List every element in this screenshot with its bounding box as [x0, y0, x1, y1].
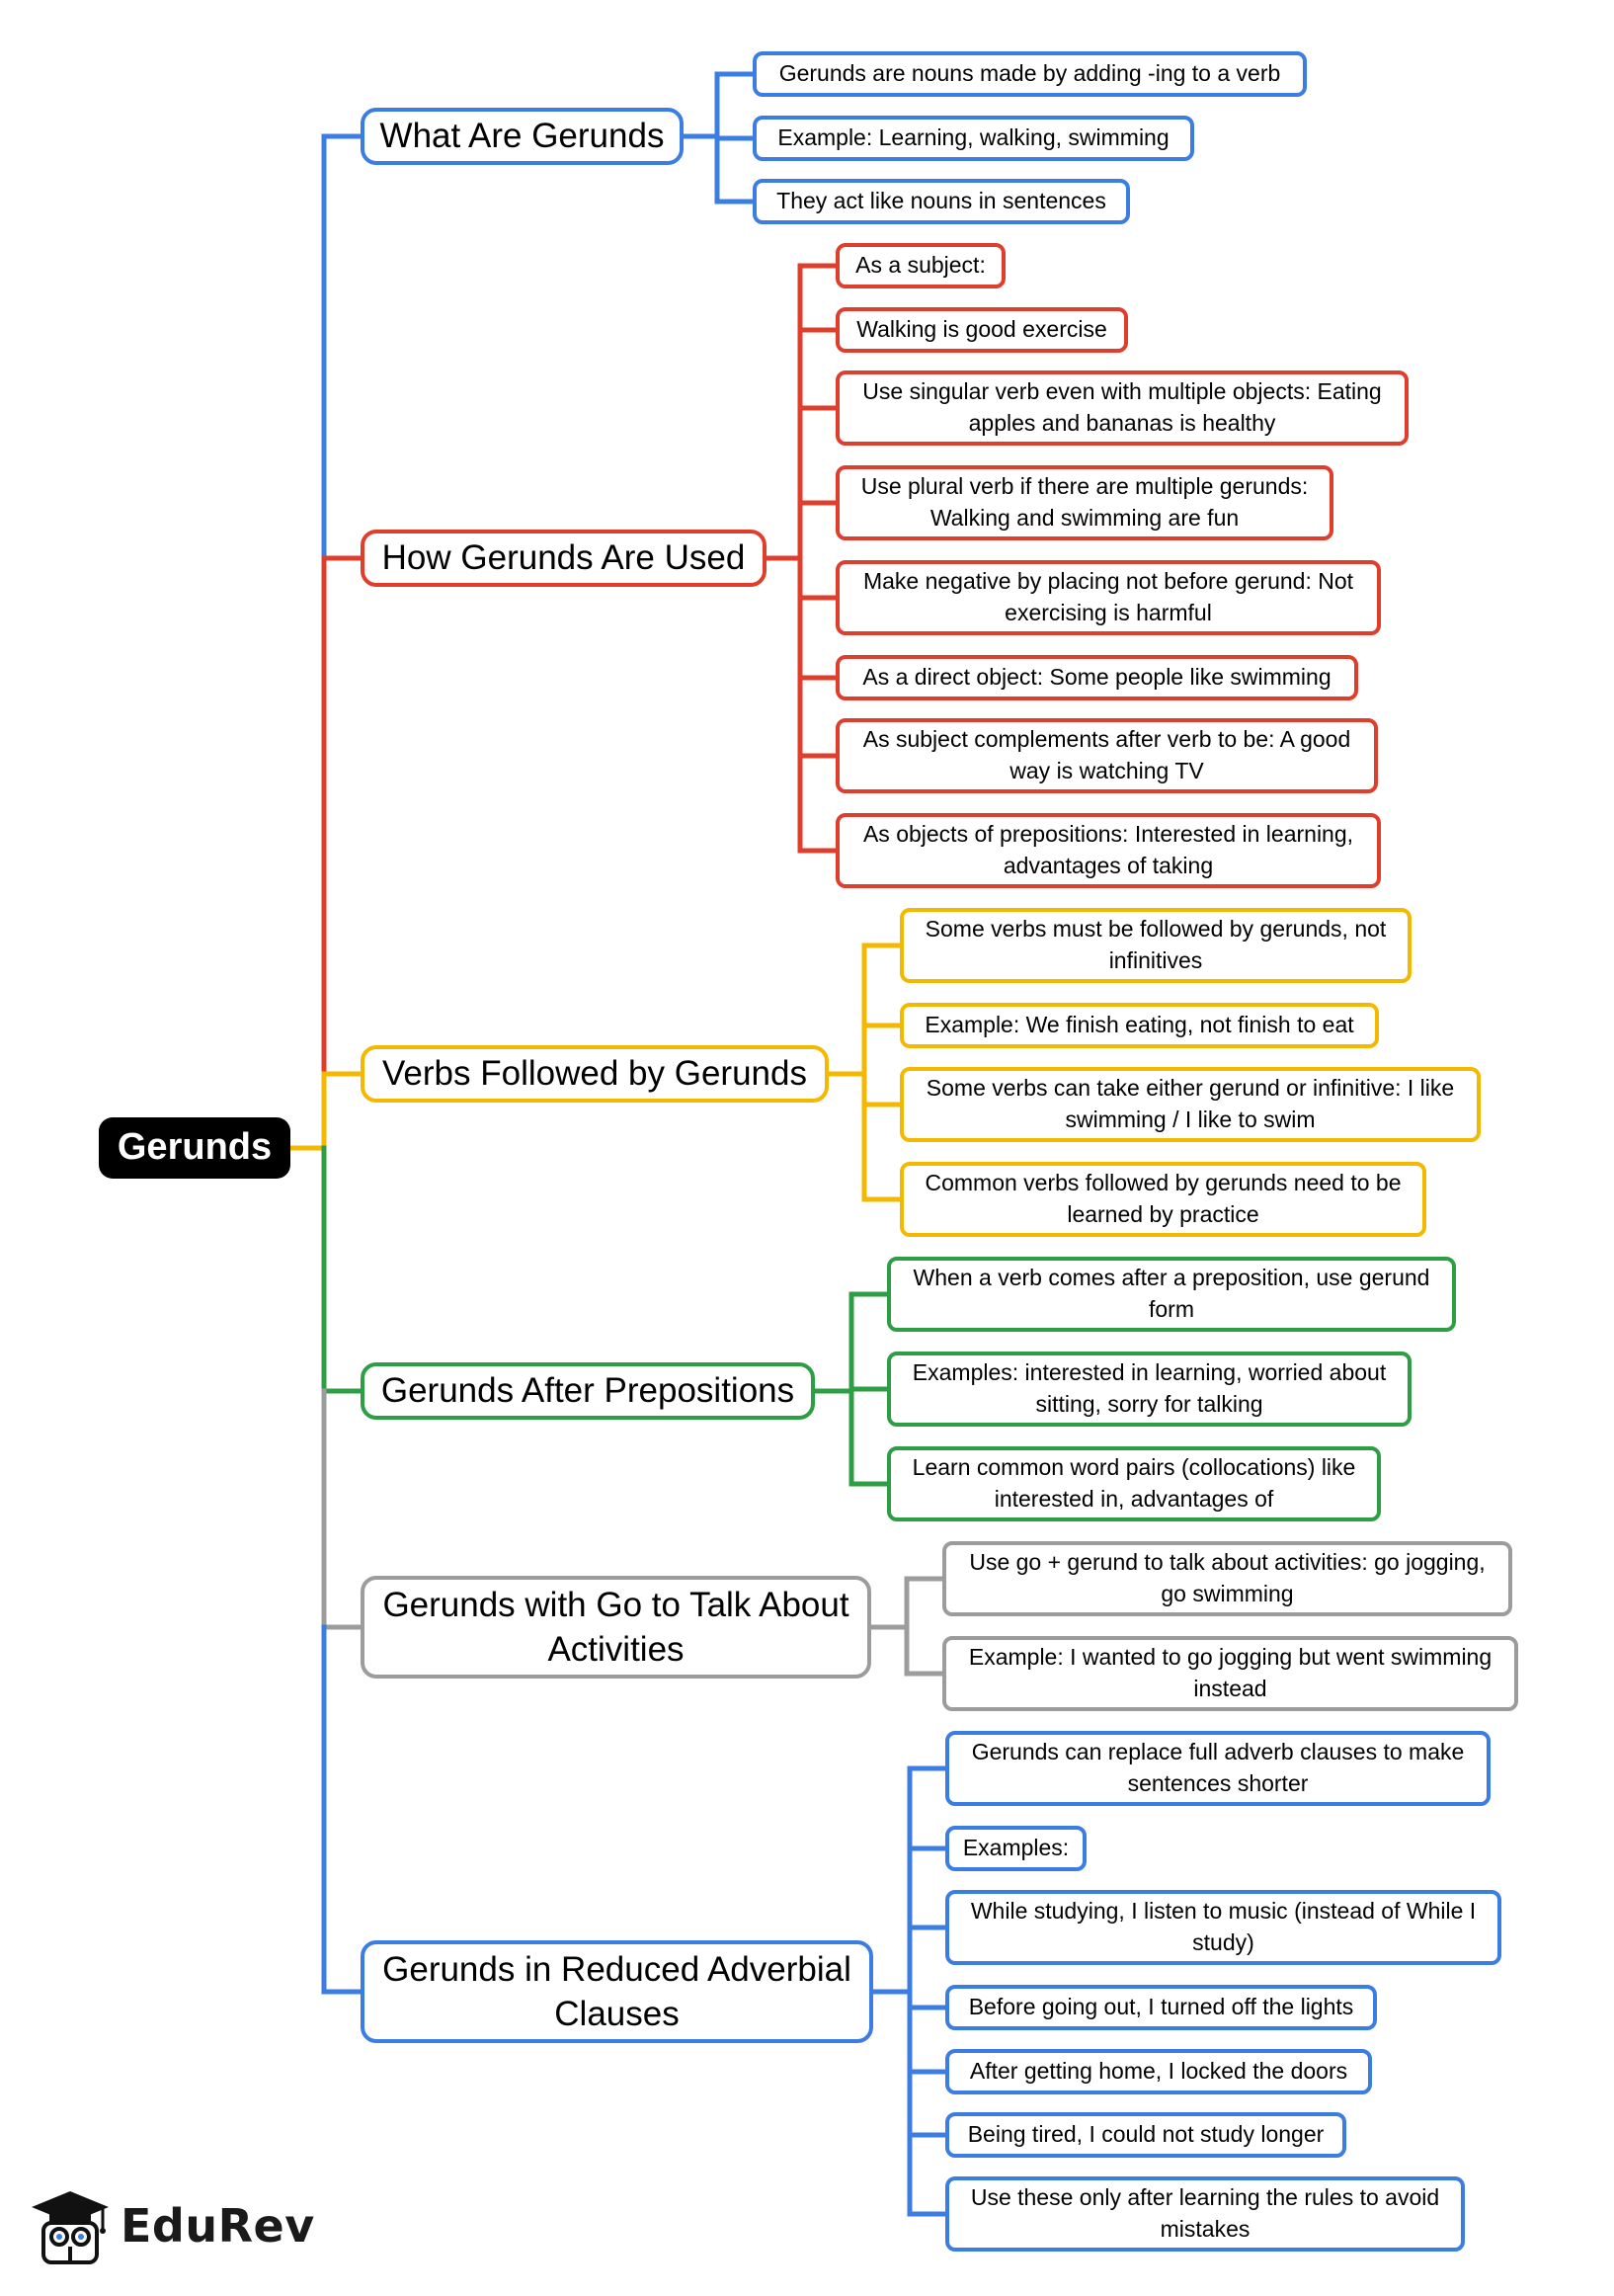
leaf-verbs-0: Some verbs must be followed by gerunds, …	[900, 908, 1412, 983]
branch-reduced-adverbial-clauses: Gerunds in Reduced Adverbial Clauses	[361, 1940, 873, 2043]
leaf-adv-1: Examples:	[945, 1826, 1087, 1871]
leaf-what-2: They act like nouns in sentences	[753, 179, 1130, 224]
leaf-what-0: Gerunds are nouns made by adding -ing to…	[753, 51, 1307, 97]
leaf-how-4: Make negative by placing not before geru…	[836, 560, 1381, 635]
leaf-prep-1: Examples: interested in learning, worrie…	[887, 1352, 1412, 1427]
leaf-verbs-1: Example: We finish eating, not finish to…	[900, 1003, 1379, 1048]
leaf-how-0: As a subject:	[836, 243, 1006, 288]
leaf-go-1: Example: I wanted to go jogging but went…	[942, 1636, 1518, 1711]
leaf-verbs-3: Common verbs followed by gerunds need to…	[900, 1162, 1426, 1237]
leaf-adv-2: While studying, I listen to music (inste…	[945, 1890, 1501, 1965]
leaf-prep-2: Learn common word pairs (collocations) l…	[887, 1446, 1381, 1521]
leaf-what-1: Example: Learning, walking, swimming	[753, 116, 1194, 161]
branch-verbs-followed-by-gerunds: Verbs Followed by Gerunds	[361, 1045, 829, 1103]
leaf-prep-0: When a verb comes after a preposition, u…	[887, 1257, 1456, 1332]
leaf-how-1: Walking is good exercise	[836, 307, 1128, 353]
leaf-go-0: Use go + gerund to talk about activities…	[942, 1541, 1512, 1616]
leaf-how-5: As a direct object: Some people like swi…	[836, 655, 1358, 700]
logo-text: EduRev	[121, 2199, 315, 2253]
branch-gerunds-with-go: Gerunds with Go to Talk About Activities	[361, 1576, 871, 1679]
leaf-adv-5: Being tired, I could not study longer	[945, 2112, 1346, 2158]
leaf-how-7: As objects of prepositions: Interested i…	[836, 813, 1381, 888]
leaf-adv-6: Use these only after learning the rules …	[945, 2176, 1465, 2252]
leaf-adv-4: After getting home, I locked the doors	[945, 2049, 1372, 2094]
leaf-verbs-2: Some verbs can take either gerund or inf…	[900, 1067, 1481, 1142]
branch-how-gerunds-are-used: How Gerunds Are Used	[361, 530, 767, 587]
leaf-adv-3: Before going out, I turned off the light…	[945, 1985, 1377, 2030]
graduate-owl-icon	[32, 2191, 109, 2264]
leaf-how-6: As subject complements after verb to be:…	[836, 718, 1378, 793]
leaf-how-2: Use singular verb even with multiple obj…	[836, 370, 1409, 446]
leaf-how-3: Use plural verb if there are multiple ge…	[836, 465, 1333, 540]
branch-gerunds-after-prepositions: Gerunds After Prepositions	[361, 1362, 815, 1420]
leaf-adv-0: Gerunds can replace full adverb clauses …	[945, 1731, 1491, 1806]
branch-what-are-gerunds: What Are Gerunds	[361, 108, 684, 165]
edurev-logo[interactable]: EduRev	[30, 2181, 326, 2270]
root-node-gerunds: Gerunds	[99, 1117, 290, 1179]
